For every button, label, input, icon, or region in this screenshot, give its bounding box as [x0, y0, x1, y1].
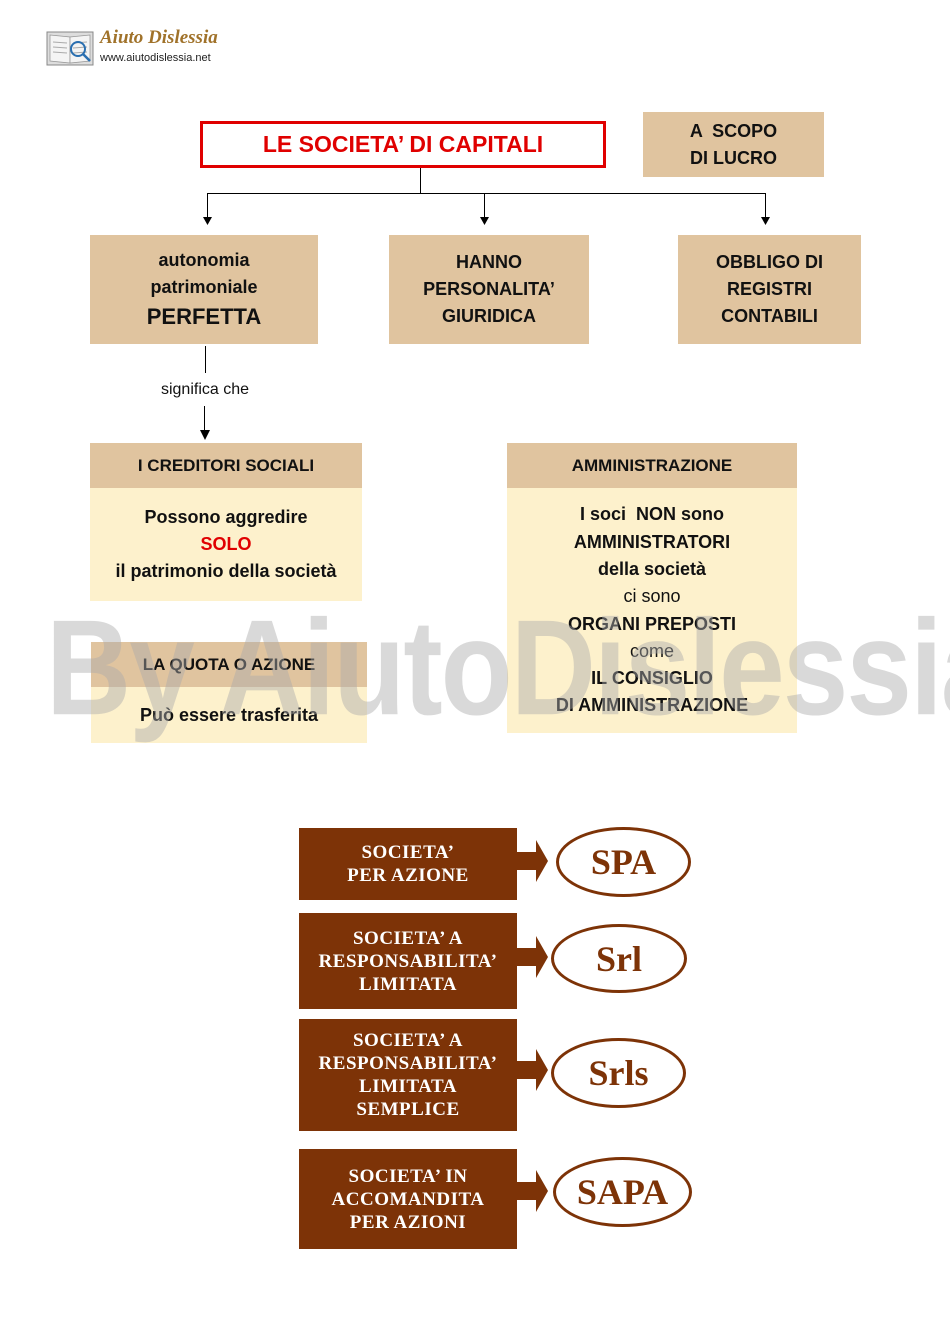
- abbr-spa: SPA: [590, 842, 657, 882]
- creditori-body: Possono aggredire SOLO il patrimonio del…: [90, 488, 362, 601]
- autonomia-box: autonomia patrimoniale PERFETTA: [90, 235, 318, 344]
- type-srls-line2: RESPONSABILITA’: [318, 1053, 498, 1074]
- arrow-spa-icon: [516, 840, 548, 882]
- abbr-oval-srls: Srls: [551, 1038, 686, 1108]
- arrow-stem-center: [484, 193, 485, 217]
- creditori-line1: Possono aggredire: [144, 507, 308, 527]
- arrowhead-right: [761, 217, 770, 225]
- type-srl-line1: SOCIETA’ A: [352, 927, 464, 949]
- personalita-box: HANNO PERSONALITA’ GIURIDICA: [389, 235, 589, 344]
- amministrazione-line8: DI AMMINISTRAZIONE: [555, 695, 749, 716]
- amministrazione-header: AMMINISTRAZIONE: [507, 443, 797, 488]
- type-srl-line3: LIMITATA: [359, 973, 457, 995]
- autonomia-line3: PERFETTA: [146, 304, 262, 329]
- arrow-stem-right: [765, 193, 766, 217]
- creditori-header: I CREDITORI SOCIALI: [90, 443, 362, 488]
- scopo-box: A SCOPO DI LUCRO: [643, 112, 824, 177]
- main-title-box: LE SOCIETA’ DI CAPITALI: [200, 121, 606, 168]
- quota-body-text: Può essere trasferita: [139, 704, 319, 725]
- scopo-line2: DI LUCRO: [690, 147, 777, 168]
- title-connector-horizontal: [207, 193, 766, 194]
- amministrazione-line3: della società: [597, 558, 707, 579]
- obbligo-box: OBBLIGO DI REGISTRI CONTABILI: [678, 235, 861, 344]
- quota-body: Può essere trasferita: [91, 687, 367, 743]
- type-spa-line2: PER AZIONE: [347, 865, 469, 886]
- amministrazione-line6: come: [629, 640, 674, 661]
- type-sapa-line1: SOCIETA’ IN: [348, 1165, 468, 1187]
- significa-connector-top: [205, 346, 206, 373]
- type-srl-line2: RESPONSABILITA’: [318, 950, 498, 972]
- type-srls-line4: SEMPLICE: [356, 1099, 460, 1120]
- arrowhead-significa: [200, 430, 210, 440]
- significa-connector-bottom: [204, 406, 205, 431]
- amministrazione-body: I soci NON sono AMMINISTRATORI della soc…: [507, 488, 797, 733]
- amministrazione-line4: ci sono: [623, 586, 681, 607]
- type-sapa-line3: PER AZIONI: [349, 1211, 467, 1233]
- type-box-srl: SOCIETA’ A RESPONSABILITA’ LIMITATA: [299, 913, 517, 1009]
- type-srls-line1: SOCIETA’ A: [352, 1030, 464, 1051]
- connector-label: significa che: [160, 381, 250, 398]
- type-spa-line1: SOCIETA’: [361, 842, 455, 863]
- type-box-sapa: SOCIETA’ IN ACCOMANDITA PER AZIONI: [299, 1149, 517, 1249]
- creditori-line2: SOLO: [200, 534, 252, 554]
- personalita-line2: PERSONALITA’: [423, 279, 555, 299]
- arrow-srls-icon: [516, 1049, 548, 1091]
- arrowhead-left: [203, 217, 212, 225]
- abbr-sapa: SAPA: [576, 1172, 669, 1212]
- autonomia-line2: patrimoniale: [150, 277, 258, 297]
- creditori-line3: il patrimonio della società: [115, 561, 337, 581]
- amministrazione-header-text: AMMINISTRAZIONE: [571, 455, 733, 475]
- creditori-header-text: I CREDITORI SOCIALI: [137, 455, 315, 475]
- amministrazione-line1: I soci NON sono: [579, 504, 725, 525]
- obbligo-line1: OBBLIGO DI: [716, 252, 823, 272]
- arrow-sapa-icon: [516, 1170, 548, 1212]
- personalita-line1: HANNO: [456, 252, 522, 272]
- amministrazione-line2: AMMINISTRATORI: [573, 531, 731, 552]
- scopo-line1: A SCOPO: [689, 120, 778, 141]
- main-title: LE SOCIETA’ DI CAPITALI: [262, 131, 544, 157]
- arrow-srl-icon: [516, 936, 548, 978]
- title-connector-vertical: [420, 168, 421, 193]
- type-srls-line3: LIMITATA: [359, 1076, 457, 1097]
- obbligo-line3: CONTABILI: [721, 306, 818, 326]
- quota-header-text: LA QUOTA O AZIONE: [142, 654, 316, 674]
- obbligo-line2: REGISTRI: [726, 279, 812, 299]
- type-box-srls: SOCIETA’ A RESPONSABILITA’ LIMITATA SEMP…: [299, 1019, 517, 1131]
- logo-title: Aiuto Dislessia: [100, 27, 218, 48]
- book-icon: [46, 31, 94, 66]
- abbr-oval-spa: SPA: [556, 827, 691, 897]
- abbr-oval-srl: Srl: [551, 924, 687, 993]
- quota-header: LA QUOTA O AZIONE: [91, 642, 367, 687]
- logo: Aiuto Dislessia www.aiutodislessia.net: [46, 27, 236, 69]
- arrowhead-center: [480, 217, 489, 225]
- arrowheads-top: [203, 217, 770, 225]
- amministrazione-line7: IL CONSIGLIO: [591, 668, 713, 689]
- arrow-stem-left: [207, 193, 208, 217]
- abbr-srls: Srls: [588, 1053, 649, 1093]
- abbr-srl: Srl: [595, 938, 642, 979]
- type-sapa-line2: ACCOMANDITA: [331, 1188, 485, 1210]
- type-box-spa: SOCIETA’ PER AZIONE: [299, 828, 517, 900]
- abbr-oval-sapa: SAPA: [553, 1157, 692, 1227]
- personalita-line3: GIURIDICA: [442, 306, 536, 326]
- logo-url: www.aiutodislessia.net: [100, 52, 211, 64]
- amministrazione-line5: ORGANI PREPOSTI: [567, 613, 737, 634]
- autonomia-line1: autonomia: [158, 250, 250, 270]
